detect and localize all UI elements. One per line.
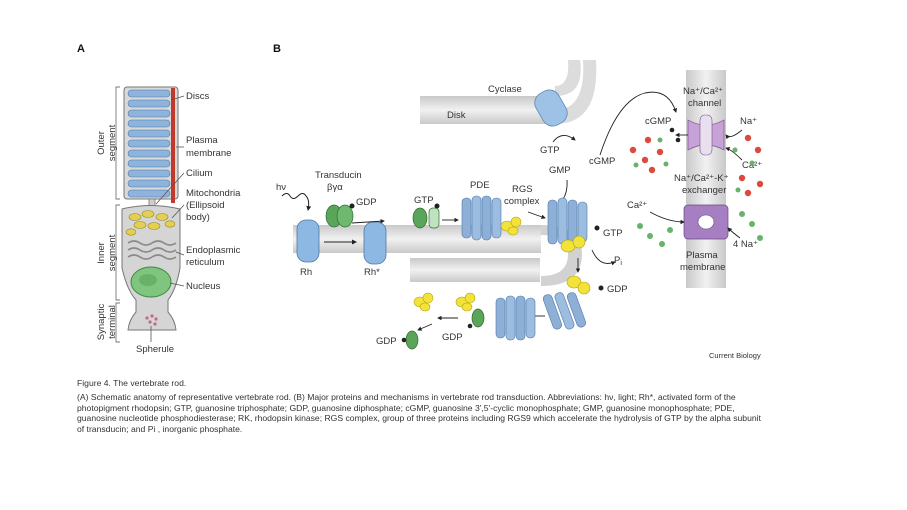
label-gdp-left: GDP	[376, 336, 397, 347]
rgs-complex-bottom	[455, 292, 485, 329]
label-cyclase: Cyclase	[488, 84, 522, 95]
label-synaptic-2: terminal	[107, 305, 118, 339]
plasma-membrane-right	[686, 70, 726, 288]
cgmp-gated-channel	[687, 114, 725, 156]
label-pde: PDE	[470, 180, 490, 191]
pde-inactive-bottom	[495, 295, 536, 341]
label-gdp-right: GDP	[607, 284, 628, 295]
label-gmp: GMP	[549, 165, 571, 176]
label-gdp-bottom: GDP	[442, 332, 463, 343]
label-inner-segment: Inner	[96, 242, 107, 264]
endoplasmic-reticulum	[127, 240, 177, 260]
transducin-complex	[325, 203, 355, 228]
rod-cell-diagram	[121, 86, 181, 331]
label-mitochondria: Mitochondria	[186, 188, 241, 199]
label-gdp-top: GDP	[356, 197, 377, 208]
lower-disk-membrane	[293, 225, 582, 286]
label-ca-plus: Ca²⁺	[742, 160, 762, 171]
label-mitochondria-2: (Ellipsoid	[186, 200, 225, 211]
mitochondria-cluster	[125, 210, 176, 236]
ion-particles	[629, 134, 764, 247]
pde-gdp-lower	[542, 275, 604, 330]
label-ca-in: Ca²⁺	[627, 200, 647, 211]
label-plasma-2: membrane	[680, 262, 725, 273]
label-mitochondria-3: body)	[186, 212, 210, 223]
inner-segment-bracket	[115, 204, 120, 301]
label-rh-star: Rh*	[364, 267, 380, 278]
pde-active	[547, 197, 600, 253]
outer-segment-bracket	[115, 86, 120, 200]
label-gtp-right: GTP	[603, 228, 623, 239]
label-outer-segment-2: segment	[107, 124, 118, 161]
label-spherule: Spherule	[136, 344, 174, 355]
figure-caption-body: (A) Schematic anatomy of representative …	[77, 392, 761, 434]
label-cilium: Cilium	[186, 168, 212, 179]
panel-a-label: A	[77, 43, 85, 55]
label-gtp-top: GTP	[540, 145, 560, 156]
label-channel-2: channel	[688, 98, 721, 109]
rgs-complex-left	[401, 292, 434, 350]
pde-enzyme	[461, 195, 502, 241]
label-gtp-mid: GTP	[414, 195, 434, 206]
label-nucleus: Nucleus	[186, 281, 221, 292]
label-na-plus: Na⁺	[740, 116, 757, 127]
synaptic-bracket	[115, 302, 120, 343]
label-er-2: reticulum	[186, 257, 225, 268]
label-rgs-2: complex	[504, 196, 540, 207]
label-outer-segment: Outer	[96, 131, 107, 155]
panel-b-label: B	[273, 43, 281, 55]
label-plasma-membrane-2: membrane	[186, 148, 231, 159]
label-channel: Na⁺/Ca²⁺	[683, 86, 723, 97]
light-arrow	[281, 193, 312, 211]
label-transducin-sub: βγα	[327, 182, 343, 193]
figure-caption-title: Figure 4. The vertebrate rod.	[77, 378, 187, 388]
transducin-gtp	[412, 203, 440, 229]
cyclase	[534, 89, 568, 127]
label-exchanger: Na⁺/Ca²⁺-K⁺	[674, 173, 729, 184]
label-synaptic: Synaptic	[96, 304, 107, 341]
label-discs: Discs	[186, 91, 209, 102]
label-disk: Disk	[447, 110, 466, 121]
label-exchanger-2: exchanger	[682, 185, 726, 196]
label-rh: Rh	[300, 267, 312, 278]
label-rgs: RGS	[512, 184, 533, 195]
label-plasma-membrane: Plasma	[186, 135, 218, 146]
label-pi: Pi	[614, 255, 622, 267]
rgs-complex-top	[500, 216, 522, 236]
label-er: Endoplasmic	[186, 245, 241, 256]
upper-disk-membrane	[420, 60, 597, 124]
label-four-na: 4 Na⁺	[733, 239, 758, 250]
rhodopsin	[296, 219, 320, 263]
label-inner-segment-2: segment	[107, 234, 118, 271]
label-cgmp-channel: cGMP	[645, 116, 671, 127]
disc-stack	[127, 89, 171, 198]
label-hv: hν	[276, 182, 286, 193]
exchanger	[683, 204, 729, 240]
credit-label: Current Biology	[709, 351, 761, 360]
label-plasma: Plasma	[686, 250, 718, 261]
label-transducin: Transducin	[315, 170, 362, 181]
rhodopsin-active	[363, 221, 387, 265]
label-cgmp-mid: cGMP	[589, 156, 615, 167]
plasma-membrane-edge	[171, 88, 175, 203]
spherule-vesicles	[145, 314, 158, 326]
